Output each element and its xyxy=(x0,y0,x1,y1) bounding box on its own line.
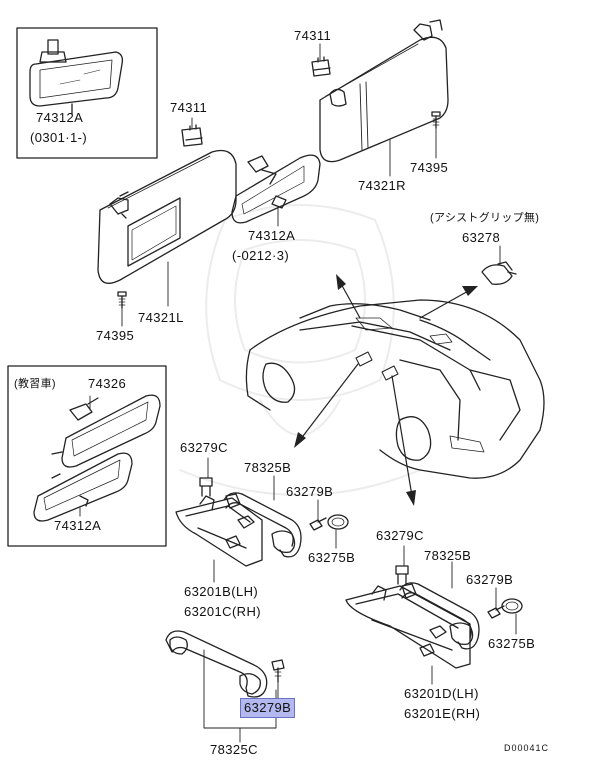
rear-view-mirror-school-lower[interactable] xyxy=(33,452,133,522)
label-bracket-right-lh[interactable]: 63201D(LH) xyxy=(404,686,479,701)
label-handle-left[interactable]: 78325B xyxy=(244,460,292,475)
label-mirror-standard[interactable]: 74312A xyxy=(36,110,84,125)
label-cap-right-top[interactable]: 63279C xyxy=(376,528,424,543)
label-mirror-standard-period: (0301·1-) xyxy=(30,130,88,145)
label-grip-screw-highlighted[interactable]: 63279B xyxy=(240,698,296,718)
label-screw-left[interactable]: 74395 xyxy=(96,328,135,343)
cap-right-top[interactable] xyxy=(395,565,409,585)
label-visor-pad-left[interactable]: 74311 xyxy=(170,100,208,115)
label-mirror-school[interactable]: 74326 xyxy=(88,376,127,391)
screw-left[interactable] xyxy=(117,291,127,309)
assist-grip-rear[interactable] xyxy=(165,630,268,698)
label-visor-left[interactable]: 74321L xyxy=(138,310,184,325)
bracket-right[interactable] xyxy=(345,585,471,669)
label-grip-rear[interactable]: 78325C xyxy=(210,742,258,757)
screw-upper-right[interactable] xyxy=(431,111,441,129)
label-mirror-school-lower[interactable]: 74312A xyxy=(54,518,102,533)
label-handle-right[interactable]: 78325B xyxy=(424,548,472,563)
label-visor-pad-upper-right[interactable]: 74311 xyxy=(294,28,332,43)
sun-visor-left[interactable] xyxy=(97,149,237,284)
label-school-car-note: (教習車) xyxy=(14,378,56,390)
label-cover-right[interactable]: 63275B xyxy=(488,636,536,651)
indicator-arrows xyxy=(299,281,471,497)
assist-grip-cap[interactable] xyxy=(481,261,517,285)
diagram-code: D00041C xyxy=(504,743,550,753)
visor-pad-left[interactable] xyxy=(181,124,203,147)
label-screw-left-grip[interactable]: 63279B xyxy=(286,484,334,499)
label-bracket-lh[interactable]: 63201B(LH) xyxy=(184,584,259,599)
label-cover-left[interactable]: 63275B xyxy=(308,550,356,565)
cover-right[interactable] xyxy=(501,598,523,614)
screw-rear-grip[interactable] xyxy=(271,659,285,683)
label-mirror-mid[interactable]: 74312A xyxy=(248,228,296,243)
car-visor-mount-marker[interactable] xyxy=(355,351,399,381)
mirror-standard-box xyxy=(16,27,158,159)
label-visor-right[interactable]: 74321R xyxy=(358,178,406,193)
assist-handle-right[interactable] xyxy=(399,582,480,650)
label-bracket-right-rh[interactable]: 63201E(RH) xyxy=(404,706,481,721)
sun-visor-right[interactable] xyxy=(319,19,449,163)
cover-left[interactable] xyxy=(327,514,349,530)
visor-pad-upper-right[interactable] xyxy=(311,56,331,77)
label-cap-left-top[interactable]: 63279C xyxy=(180,440,228,455)
rear-view-mirror-mid[interactable] xyxy=(231,154,321,224)
rear-view-mirror-standard[interactable] xyxy=(29,39,124,115)
label-screw-right-grip[interactable]: 63279B xyxy=(466,572,514,587)
car-body-outline xyxy=(245,299,545,479)
assist-handle-left[interactable] xyxy=(223,492,302,558)
label-bracket-rh[interactable]: 63201C(RH) xyxy=(184,604,261,619)
label-assist-cap[interactable]: 63278 xyxy=(462,230,501,245)
screw-left-grip[interactable] xyxy=(309,517,327,531)
label-screw-upper-right[interactable]: 74395 xyxy=(410,160,449,175)
bracket-left[interactable] xyxy=(175,495,263,567)
arrow-heads xyxy=(294,274,478,506)
label-mirror-mid-period: (-0212·3) xyxy=(232,248,290,263)
rear-view-mirror-school[interactable] xyxy=(51,394,161,468)
school-car-box xyxy=(7,365,167,547)
label-assist-note: (アシストグリップ無) xyxy=(430,212,540,224)
